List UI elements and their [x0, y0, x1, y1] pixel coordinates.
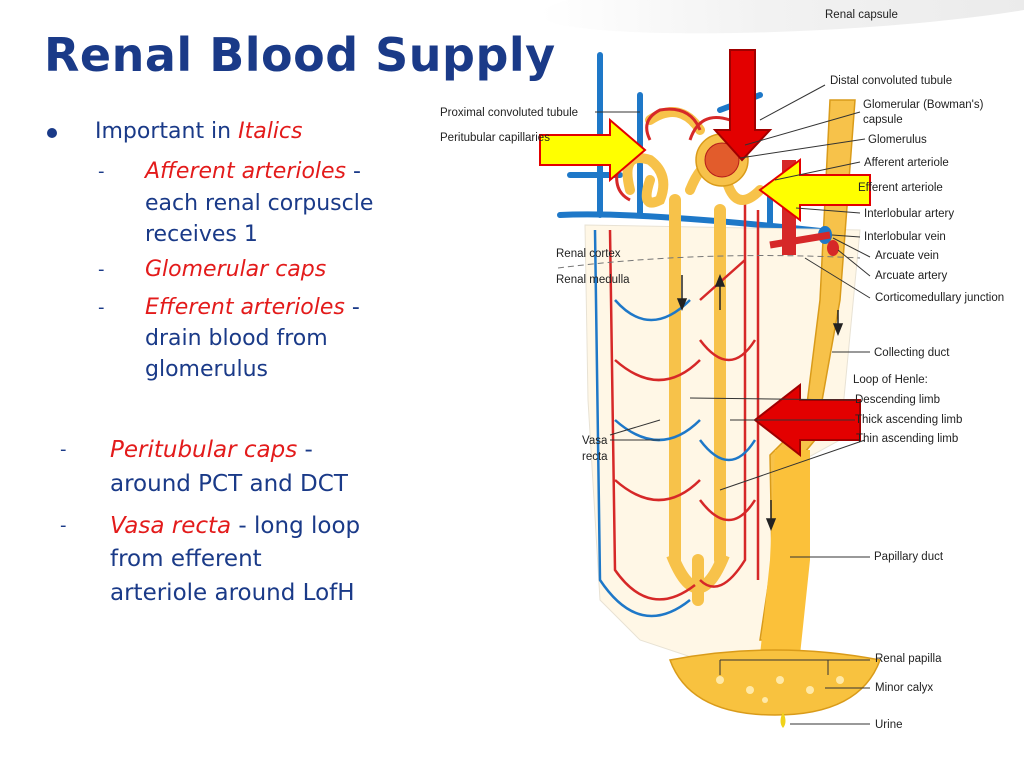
urine-drop: [780, 712, 786, 728]
label-thin-ascending-limb: Thin ascending limb: [856, 433, 958, 445]
bullet-emphasis: Afferent arterioles: [145, 159, 347, 184]
label-collecting-duct: Collecting duct: [874, 347, 950, 359]
bullet-text: drain blood from: [145, 326, 328, 351]
bullet-text: each renal corpuscle: [145, 191, 374, 216]
bullet-afferent: Afferent arterioles -: [145, 156, 361, 188]
label-renal-papilla: Renal papilla: [875, 653, 942, 665]
bullet-text: glomerulus: [145, 357, 269, 382]
bullet-text: around PCT and DCT: [110, 471, 348, 497]
label-interlobular-vein: Interlobular vein: [864, 231, 946, 243]
dash-marker: -: [98, 161, 105, 182]
flow-arrows: [676, 273, 844, 532]
bullet-emphasis: Peritubular caps: [110, 437, 298, 463]
dash-marker: -: [98, 259, 105, 280]
calyx-dots: [716, 676, 844, 703]
bullet-list: Important in Italics - Afferent arteriol…: [0, 0, 420, 768]
label-glomerular-capsule: Glomerular (Bowman's): [863, 99, 984, 111]
leader-lines: [595, 84, 871, 725]
dash-marker: -: [60, 439, 67, 460]
bullet-efferent: Efferent arterioles -: [145, 292, 360, 324]
bullet-emphasis: Italics: [238, 119, 303, 144]
label-proximal-convoluted-tubule: Proximal convoluted tubule: [440, 107, 578, 119]
bullet-text: - long loop: [231, 513, 361, 539]
label-descending-limb: Descending limb: [855, 394, 940, 406]
label-interlobular-artery: Interlobular artery: [864, 208, 954, 220]
bullet-text: -: [344, 295, 360, 320]
arcuate-artery: [827, 240, 839, 256]
slide-title: Renal Blood Supply: [44, 28, 556, 82]
label-arcuate-vein: Arcuate vein: [875, 250, 939, 262]
bullet-text: -: [297, 437, 313, 463]
bullet-text: receives 1: [145, 222, 258, 247]
label-vasa-recta: Vasa: [582, 435, 608, 447]
label-papillary-duct: Papillary duct: [874, 551, 944, 563]
bullet-emphasis: Efferent arterioles: [145, 295, 345, 320]
label-efferent-arteriole: Efferent arteriole: [858, 182, 943, 194]
papillary-duct: [760, 450, 810, 655]
bullet-emphasis: Vasa recta: [110, 513, 232, 539]
vasa-recta-vessels: [593, 200, 760, 618]
label-thick-ascending-limb: Thick ascending limb: [855, 414, 962, 426]
label-corticomedullary-junction: Corticomedullary junction: [875, 292, 1004, 304]
bullet-dot: [47, 128, 57, 138]
label-arcuate-artery: Arcuate artery: [875, 270, 947, 282]
label-urine: Urine: [875, 719, 902, 731]
highlight-arrow-efferent: [758, 158, 871, 222]
label-peritubular-capillaries: Peritubular capillaries: [440, 132, 550, 144]
highlight-arrow-afferent: [539, 117, 647, 183]
bullet-vasa-recta: Vasa recta - long loop: [110, 510, 360, 542]
arcuate-stem: [769, 231, 831, 249]
dash-marker: -: [98, 297, 105, 318]
label-glomerulus: Glomerulus: [868, 134, 927, 146]
label-vasa-recta-2: recta: [582, 451, 608, 463]
bullet-text: arteriole around LofH: [110, 580, 355, 606]
dash-marker: -: [60, 515, 67, 536]
nephron-diagram: Renal capsule Distal convoluted tubule G…: [440, 9, 1004, 731]
label-minor-calyx: Minor calyx: [875, 682, 933, 694]
label-distal-convoluted-tubule: Distal convoluted tubule: [830, 75, 952, 87]
label-renal-capsule: Renal capsule: [825, 9, 898, 21]
corticomedullary-line: [557, 255, 861, 269]
label-loop-of-henle: Loop of Henle:: [853, 374, 928, 386]
label-afferent-arteriole: Afferent arteriole: [864, 157, 949, 169]
bullet-important: Important in Italics: [95, 116, 303, 148]
bullet-glomerular: Glomerular caps: [145, 254, 326, 286]
glomerulus: [704, 142, 740, 178]
highlight-arrow-glomerulus: [712, 49, 773, 162]
bullet-text: from efferent: [110, 546, 262, 572]
bullet-emphasis: Glomerular caps: [145, 257, 327, 282]
label-glomerular-capsule-2: capsule: [863, 114, 903, 126]
bullet-text: Important in: [95, 119, 239, 144]
label-renal-medulla: Renal medulla: [556, 274, 630, 286]
label-renal-cortex: Renal cortex: [556, 248, 621, 260]
henle-loop-bottom: [666, 552, 730, 594]
bullet-peritubular: Peritubular caps -: [110, 434, 313, 466]
bullet-text: -: [346, 159, 361, 184]
